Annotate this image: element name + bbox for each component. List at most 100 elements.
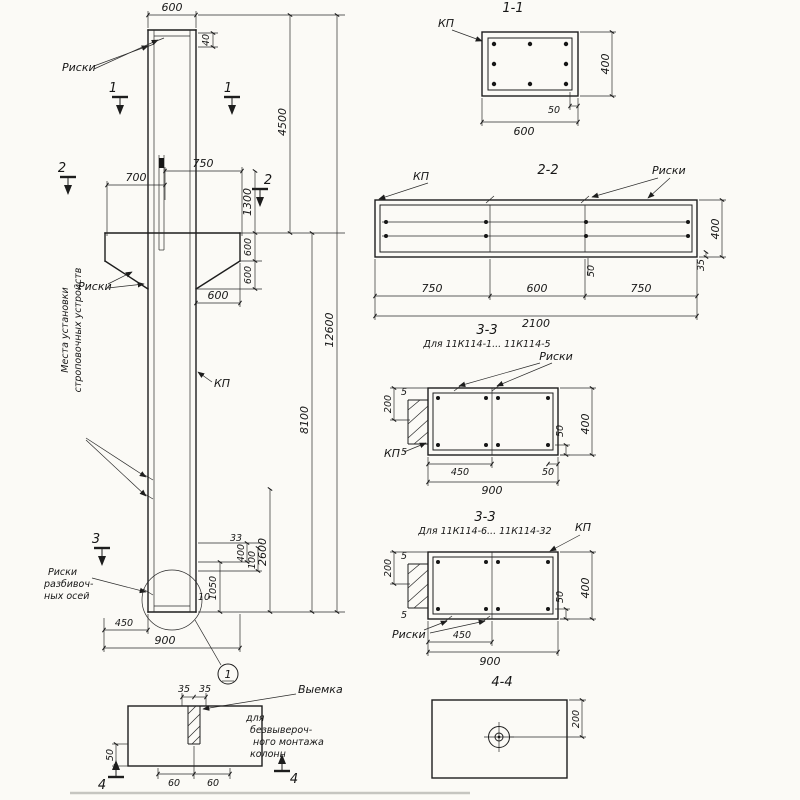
dim-label-200: 200 [383, 559, 394, 577]
dim-label-400: 400 [709, 219, 722, 240]
dim-label-40: 40 [201, 34, 212, 46]
dim-label-900: 900 [155, 634, 176, 647]
dim-label-5-top: 5 [401, 387, 407, 398]
section-1-1-title: 1-1 [502, 1, 523, 16]
dim-label-600b: 600 [243, 266, 254, 284]
anchor-sleeve [158, 155, 165, 251]
note-line1: для [245, 713, 265, 724]
dim-label-400: 400 [579, 414, 592, 435]
section-2-2-title: 2-2 [537, 163, 558, 178]
dim-label-400: 400 [599, 54, 612, 75]
note-line2: безвывероч- [250, 725, 313, 736]
dim-label-35: 35 [696, 259, 707, 271]
section-2-2: 2-2 КП Риски 400 35 50 750 600 [373, 163, 726, 330]
dim-label-5-bottom: 5 [401, 610, 407, 621]
dim-label-400: 400 [236, 544, 247, 562]
riski-label: Риски [392, 628, 426, 641]
dim-label-1300: 1300 [241, 188, 254, 216]
dim-label-50-right: 50 [555, 591, 566, 603]
dim-label-600a: 600 [243, 238, 254, 256]
dim-label-900: 900 [482, 484, 503, 497]
section-mark-3: 3 [92, 532, 110, 566]
dim-label-600c: 600 [208, 289, 229, 302]
embedded-plate [407, 399, 429, 445]
section-3-3b-subtitle: Для 11К114-6... 11К114-32 [417, 526, 551, 537]
dim-label-35-left: 35 [178, 684, 190, 695]
note-line3: ного монтажа [253, 737, 324, 748]
mesta-ustanovki-line1: Места установки [60, 287, 71, 372]
riski-axes-line2: разбивоч- [43, 579, 94, 590]
section-3-3-variant-b: 3-3 Для 11К114-6... 11К114-32 КП 5 5 200… [383, 510, 596, 668]
dim-label-50-bottom: 50 [542, 467, 554, 478]
vyemka-label: Выемка [298, 683, 343, 696]
dim-label-200: 200 [383, 395, 394, 413]
detail-callout-circle [217, 663, 239, 685]
section-3-3-variant-a: 3-3 Для 11К114-1... 11К114-5 Риски 5 5 2… [383, 323, 596, 497]
dim-label-5-bottom: 5 [401, 447, 407, 458]
section-3-left-label: 3 [92, 532, 100, 547]
dim-label-200: 200 [571, 710, 582, 728]
rebar-dots [436, 396, 550, 447]
anchor-hole [488, 726, 510, 748]
section-3-3a-title: 3-3 [476, 323, 497, 338]
dim-label-750: 750 [193, 157, 214, 170]
riski-top-label: Риски [62, 61, 96, 74]
dim-label-50: 50 [548, 105, 560, 116]
dim-label-2100: 2100 [522, 317, 550, 330]
section-4-right-label: 4 [290, 772, 298, 787]
dim-label-top-width: 600 [162, 1, 183, 14]
dim-label-50: 50 [586, 265, 597, 277]
dim-label-700: 700 [126, 171, 147, 184]
dim-label-33: 33 [230, 533, 242, 544]
dim-label-5-top: 5 [401, 551, 407, 562]
section-4-left-label: 4 [98, 778, 106, 793]
riski-axes-line3: ных осей [44, 591, 89, 602]
riski-console-label: Риски [78, 280, 112, 293]
section-2-left-label: 2 [58, 161, 66, 176]
section-mark-1: 1 1 [109, 81, 240, 115]
kp-label: КП [575, 521, 591, 534]
dim-label-450: 450 [451, 467, 469, 478]
section-4-4-title: 4-4 [491, 675, 512, 690]
detail-boundary-circle [141, 569, 203, 631]
section-1-left-label: 1 [109, 81, 117, 96]
dim-label-600: 600 [514, 125, 535, 138]
dim-label-450: 450 [453, 630, 471, 641]
dim-label-4500: 4500 [276, 108, 289, 136]
kp-label: КП [214, 377, 230, 390]
note-line4: колонн [250, 749, 286, 760]
dim-label-1050: 1050 [208, 576, 219, 600]
recess-notch [187, 705, 201, 745]
kp-label: КП [384, 447, 400, 460]
section-3-3b-title: 3-3 [474, 510, 495, 525]
column-elevation: 600 40 Риски 1 1 750 700 [43, 1, 345, 685]
section-1-right-label: 1 [224, 81, 232, 96]
dim-label-400: 400 [579, 578, 592, 599]
dim-label-8100: 8100 [298, 406, 311, 434]
section-4-4: 4-4 200 [431, 675, 586, 779]
riski-label: Риски [652, 164, 686, 177]
embedded-plate [407, 563, 429, 609]
dim-label-750-right: 750 [631, 282, 652, 295]
kp-label: КП [438, 17, 454, 30]
console-outline [104, 232, 241, 290]
kp-label: КП [413, 170, 429, 183]
detail-1: 35 35 Выемка для безвывероч- ного монтаж… [98, 683, 343, 793]
dim-label-450: 450 [115, 618, 133, 629]
dim-label-100: 100 [247, 551, 258, 569]
dim-label-10: 10 [198, 592, 210, 603]
dim-label-35-right: 35 [199, 684, 211, 695]
section-1-1: 1-1 КП 400 50 600 [438, 1, 616, 138]
dim-label-750-left: 750 [422, 282, 443, 295]
section-2-right-label: 2 [264, 173, 272, 188]
rebar-dots [384, 220, 690, 238]
detail-callout-number: 1 [225, 668, 232, 681]
dim-label-50: 50 [105, 749, 116, 761]
dim-label-60-left: 60 [168, 778, 180, 789]
dim-label-50-right: 50 [555, 425, 566, 437]
dim-label-2600: 2600 [256, 538, 269, 566]
rebar-dots [436, 560, 550, 611]
riski-label: Риски [539, 350, 573, 363]
